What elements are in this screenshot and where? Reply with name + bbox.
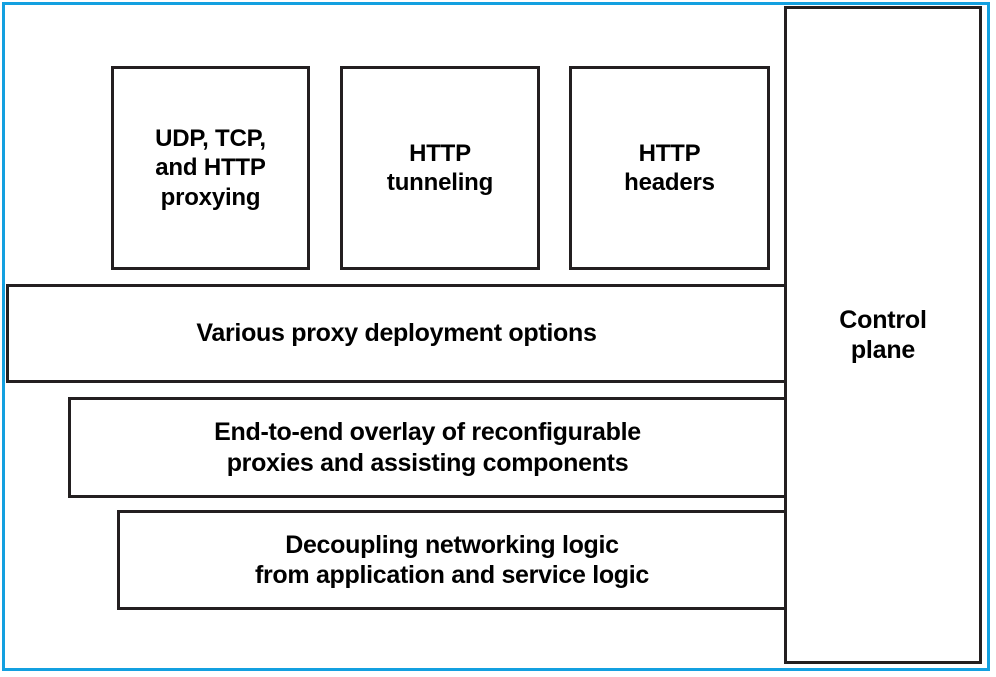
layer-bar-label: End-to-end overlay of reconfigurable pro… <box>214 418 641 477</box>
control-plane-box[interactable]: Control plane <box>784 6 982 664</box>
layer-bar-proxy-deployment-options[interactable]: Various proxy deployment options <box>6 284 787 383</box>
feature-box-label: UDP, TCP, and HTTP proxying <box>155 125 266 211</box>
feature-box-label: HTTP tunneling <box>386 139 494 196</box>
feature-box-label: HTTP headers <box>624 139 715 196</box>
control-plane-label: Control plane <box>839 305 927 365</box>
layer-bar-label: Various proxy deployment options <box>196 319 597 348</box>
layer-bar-label: Decoupling networking logic from applica… <box>254 530 650 590</box>
feature-box-udp-tcp-http-proxying[interactable]: UDP, TCP, and HTTP proxying <box>111 66 310 270</box>
feature-box-http-tunneling[interactable]: HTTP tunneling <box>340 66 540 270</box>
feature-box-http-headers[interactable]: HTTP headers <box>569 66 770 270</box>
layer-bar-end-to-end-overlay[interactable]: End-to-end overlay of reconfigurable pro… <box>68 397 787 498</box>
layer-bar-decoupling-networking[interactable]: Decoupling networking logic from applica… <box>117 510 787 610</box>
